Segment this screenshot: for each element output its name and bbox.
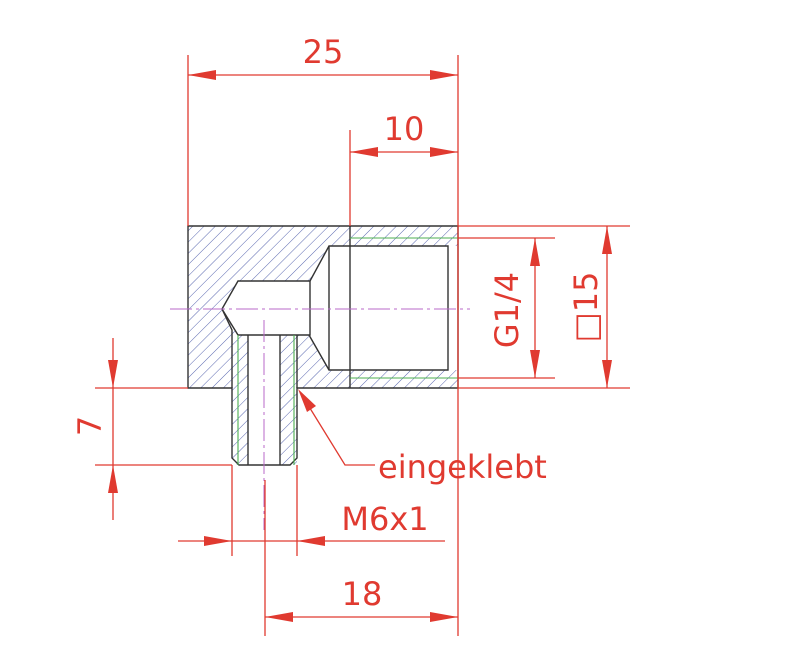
dimension-text: □15 xyxy=(567,272,605,343)
dimension-square-size: □15 xyxy=(567,226,612,388)
dimension-tube-projection: 7 xyxy=(71,338,118,520)
leader-eingeklebt: eingeklebt xyxy=(298,389,547,486)
dimension-text: M6x1 xyxy=(341,500,428,538)
dimension-bore-depth: 10 xyxy=(350,110,458,157)
annotation-text: eingeklebt xyxy=(378,448,547,486)
dimension-text: 7 xyxy=(71,416,109,436)
extension-lines xyxy=(95,55,630,636)
dimension-thread-large: G1/4 xyxy=(488,238,540,378)
dimension-thread-small: M6x1 xyxy=(178,500,445,546)
dimension-text: 10 xyxy=(384,110,425,148)
dimension-overall-length: 25 xyxy=(188,33,458,80)
body-section-hatch xyxy=(188,226,458,465)
thread-lines xyxy=(237,237,458,465)
dimension-text: 18 xyxy=(342,575,383,613)
centerlines xyxy=(170,308,470,530)
dimension-tube-position: 18 xyxy=(265,575,458,622)
dimension-text: 25 xyxy=(303,33,344,71)
dimension-text: G1/4 xyxy=(488,272,526,348)
